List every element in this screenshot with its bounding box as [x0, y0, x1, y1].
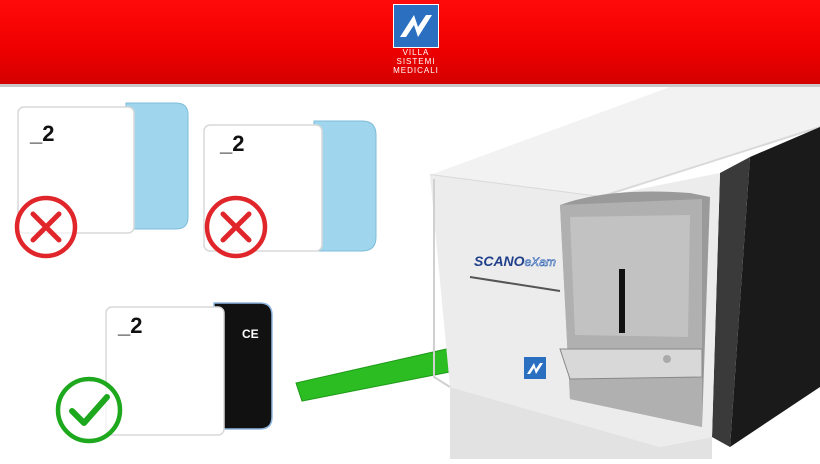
plate-number-2: _2: [220, 131, 245, 156]
plate-wrong-1: _2: [14, 101, 192, 259]
plate-wrong-2: _2: [202, 119, 380, 259]
x-circle-icon: [202, 193, 270, 261]
scanner-brand-label: SCANOeXam: [474, 253, 556, 269]
logo-text-3: MEDICALI: [393, 66, 439, 75]
instruction-scene: _2 _2 _2 CE: [0, 87, 820, 459]
logo-mark-icon: [393, 4, 439, 48]
header-divider: [0, 84, 820, 87]
logo-text-1: VILLA: [402, 48, 430, 57]
villa-logo: VILLA SISTEMI MEDICALI: [390, 4, 442, 78]
scanner-brand: SCANO: [474, 253, 525, 269]
ce-mark: CE: [242, 327, 259, 341]
logo-text-2: SISTEMI: [396, 57, 436, 66]
scanner-brand-sub: eXam: [524, 255, 556, 270]
plate-number-1: _2: [30, 121, 55, 146]
x-circle-icon: [12, 193, 80, 261]
check-circle-icon: [52, 373, 126, 452]
plate-correct: _2 CE: [104, 301, 276, 441]
scanner-device: SCANOeXam: [420, 87, 820, 464]
plate-number-3: _2: [118, 313, 143, 338]
